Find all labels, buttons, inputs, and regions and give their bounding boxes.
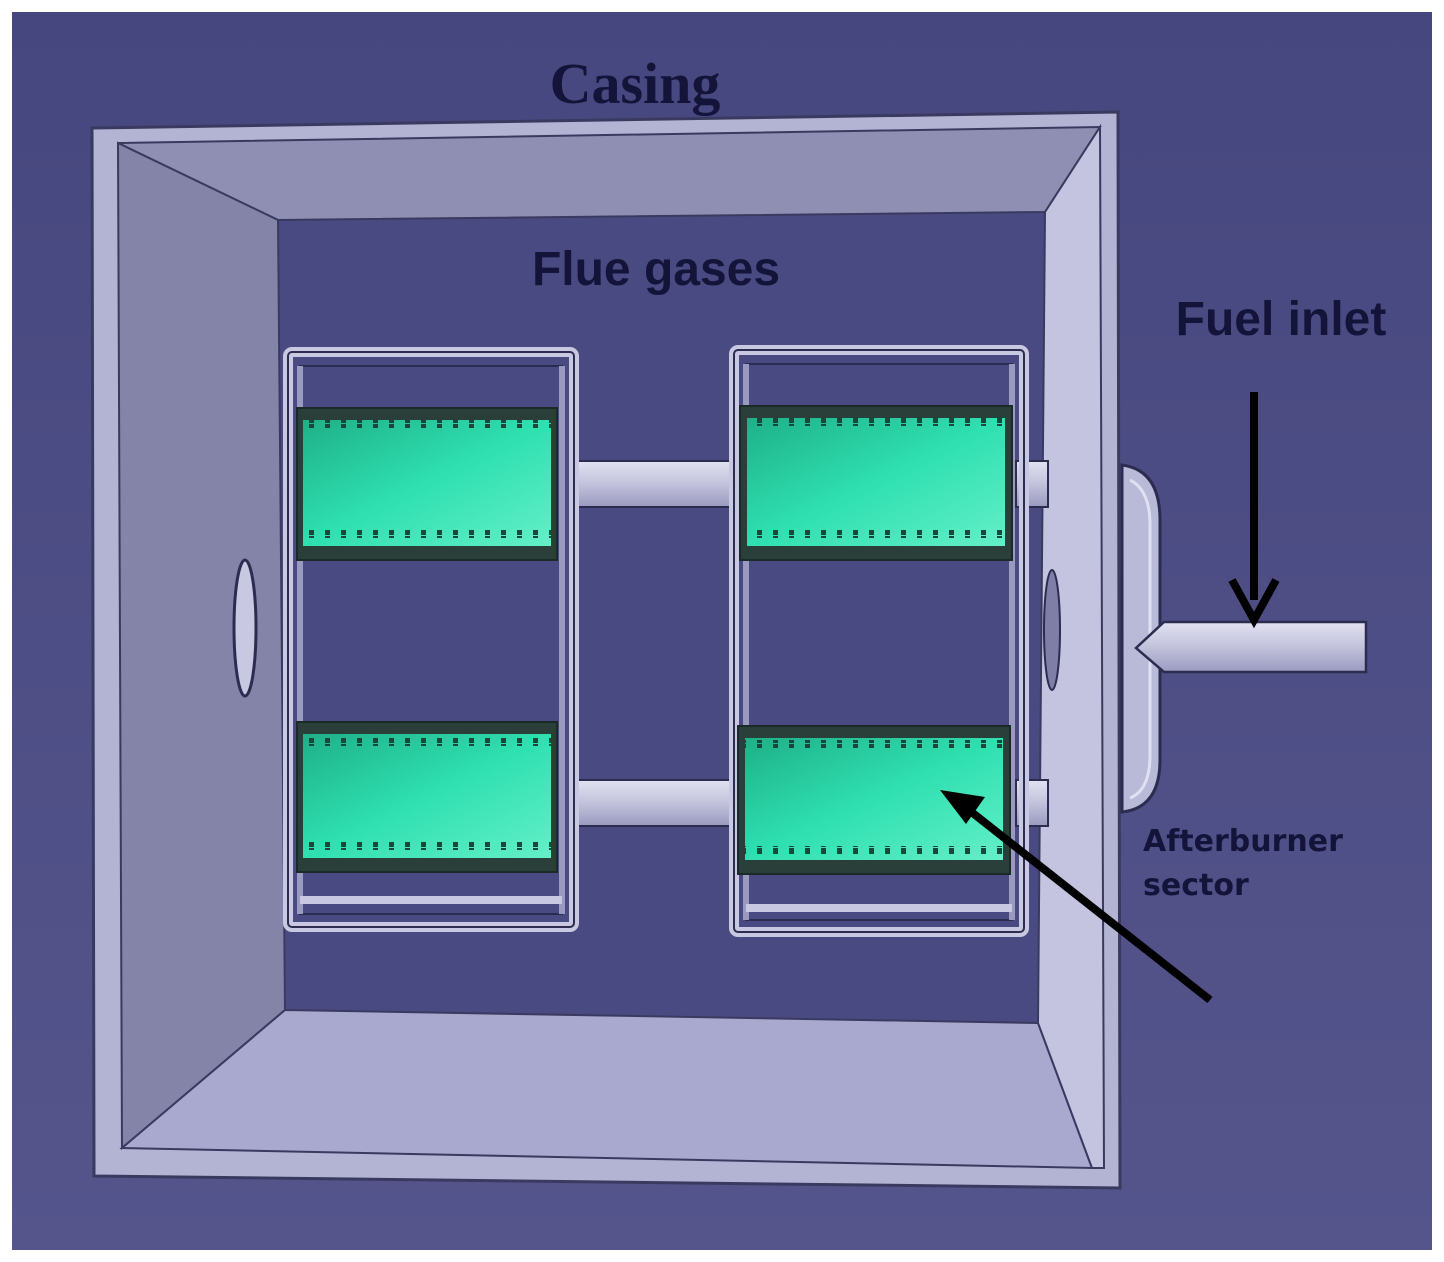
left-port	[232, 558, 258, 698]
afterburner-sector-arrow	[940, 790, 1213, 1004]
afterburner-chamber	[296, 721, 558, 873]
flue-gases-label: Flue gases	[532, 243, 780, 296]
fuel-inlet-manifold	[1120, 463, 1368, 814]
fuel-inlet-label: Fuel inlet	[1176, 293, 1387, 346]
fuel-pipe	[1134, 620, 1368, 674]
afterburner-chamber	[296, 407, 558, 561]
casing-label: Casing	[550, 51, 721, 116]
left-chamber-assembly	[283, 347, 579, 932]
afterburner-sector-label-line1: Afterburner	[1143, 824, 1343, 859]
afterburner-sector-label-line2: sector	[1143, 868, 1249, 903]
afterburner-chamber	[739, 405, 1013, 561]
fuel-inlet-arrow	[1228, 392, 1280, 629]
right-port	[1043, 569, 1061, 691]
